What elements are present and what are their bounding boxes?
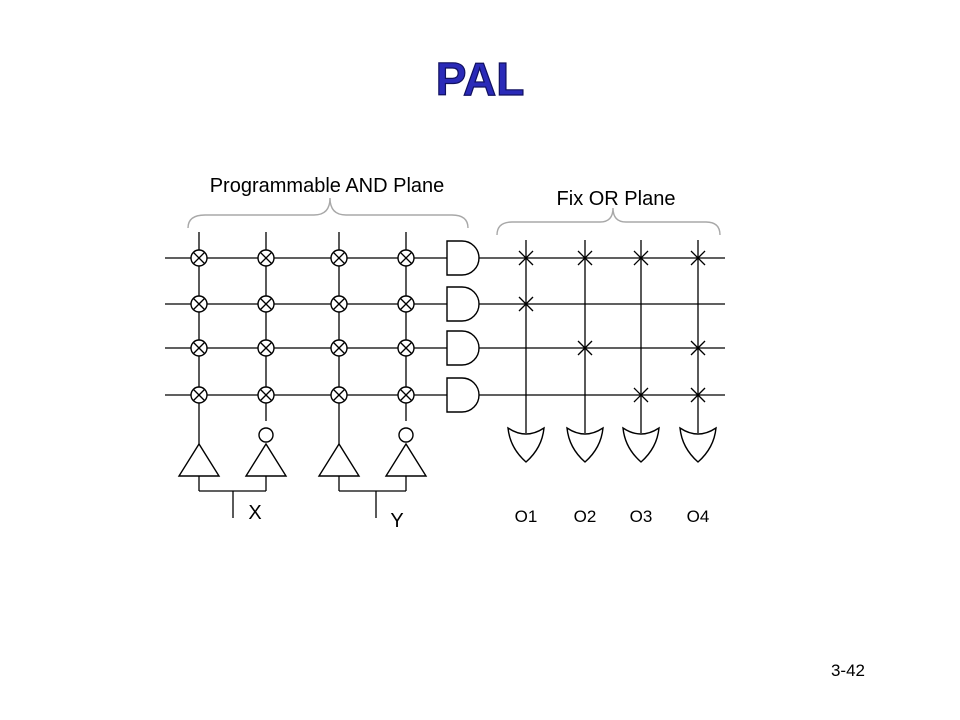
output-label-o1: O1 xyxy=(515,507,538,526)
or-connection-mark xyxy=(633,387,649,403)
or-gate xyxy=(622,426,660,463)
or-connection-mark xyxy=(577,250,593,266)
or-gate xyxy=(566,426,604,463)
fuse-cross-line xyxy=(333,342,345,354)
fuse-cross-line xyxy=(400,252,412,264)
or-connection-mark xyxy=(518,296,534,312)
fuse-cross-line xyxy=(193,298,205,310)
fuse-cross-line xyxy=(400,298,412,310)
or-connection-mark xyxy=(518,250,534,266)
or-gate xyxy=(507,426,545,463)
or-connection-mark xyxy=(633,250,649,266)
input-label-y: Y xyxy=(390,510,403,532)
fuse-cross-line xyxy=(333,298,345,310)
input-buffer xyxy=(177,442,221,477)
fuse-cross-line xyxy=(193,252,205,264)
and-plane-brace xyxy=(187,197,469,229)
or-connection-mark xyxy=(690,250,706,266)
fuse-cross-line xyxy=(260,342,272,354)
page-number: 3-42 xyxy=(831,661,865,680)
and-gate xyxy=(446,286,480,322)
or-connection-mark xyxy=(690,340,706,356)
and-gate xyxy=(446,377,480,413)
fuse-cross-line xyxy=(193,389,205,401)
input-buffer xyxy=(244,442,288,477)
input-label-x: X xyxy=(248,502,261,524)
input-buffer xyxy=(317,442,361,477)
fuse-cross-line xyxy=(333,252,345,264)
or-connection-mark xyxy=(690,387,706,403)
output-label-o4: O4 xyxy=(687,507,710,526)
fuse-cross-line xyxy=(193,342,205,354)
and-gate xyxy=(446,240,480,276)
input-buffer xyxy=(384,442,428,477)
fuse-cross-line xyxy=(400,389,412,401)
inverter-bubble xyxy=(258,427,274,443)
fuse-cross-line xyxy=(260,252,272,264)
output-label-o2: O2 xyxy=(574,507,597,526)
inverter-bubble xyxy=(398,427,414,443)
fuse-cross-line xyxy=(260,298,272,310)
pal-circuit xyxy=(165,232,725,518)
fuse-cross-line xyxy=(333,389,345,401)
fuse-cross-line xyxy=(260,389,272,401)
and-plane-label: Programmable AND Plane xyxy=(210,175,445,197)
slide-title: PAL xyxy=(436,53,525,105)
or-gate xyxy=(679,426,717,463)
or-plane-brace xyxy=(496,207,721,236)
output-label-o3: O3 xyxy=(630,507,653,526)
fuse-cross-line xyxy=(400,342,412,354)
and-gate xyxy=(446,330,480,366)
or-connection-mark xyxy=(577,340,593,356)
or-plane-label: Fix OR Plane xyxy=(557,188,676,210)
